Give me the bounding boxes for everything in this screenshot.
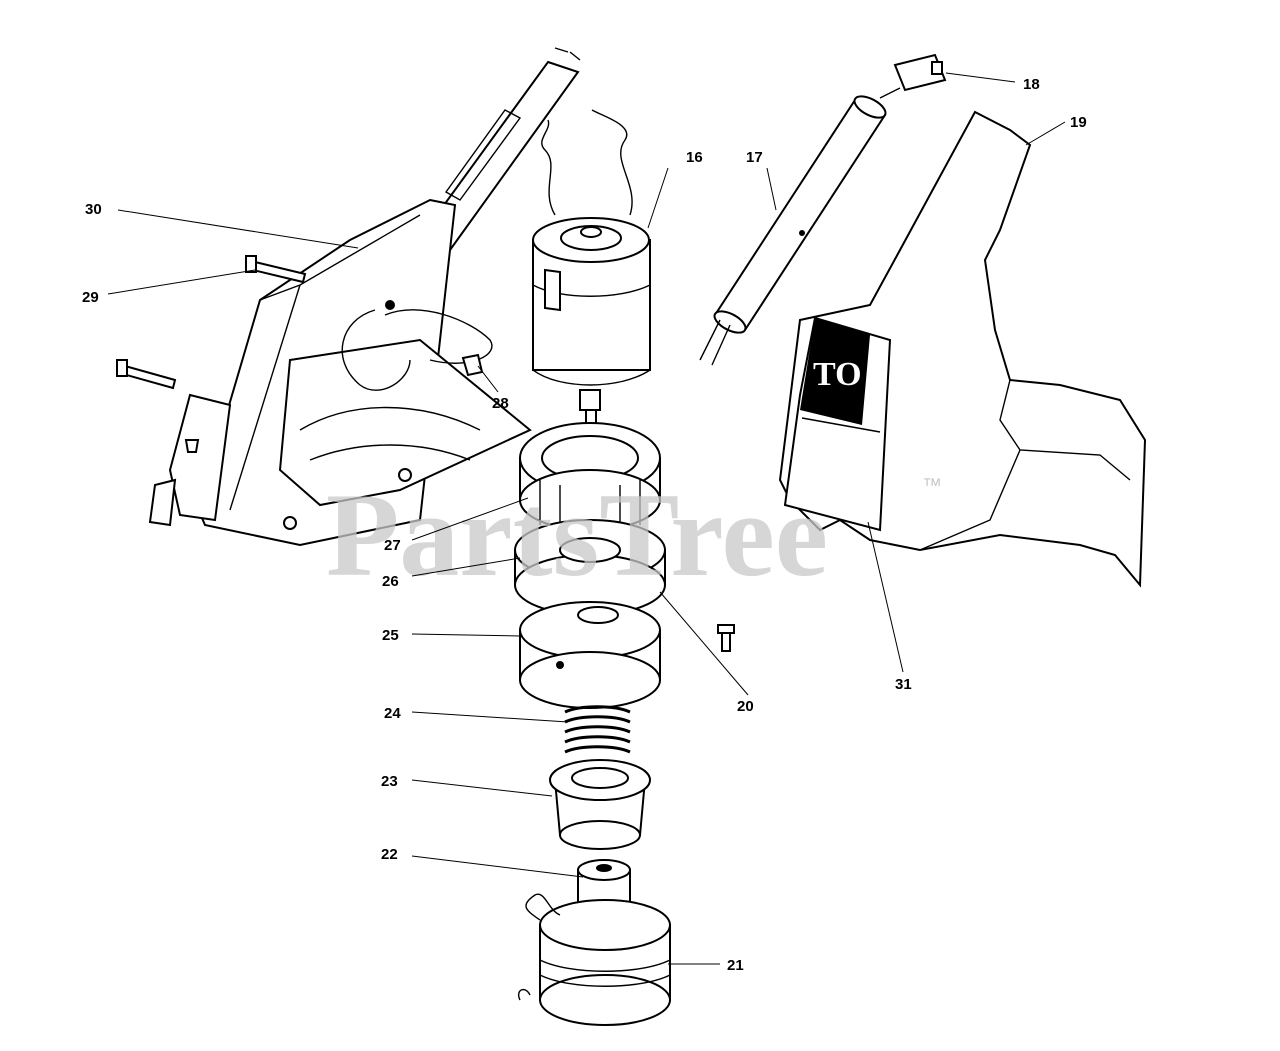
part-27-nut[interactable] <box>519 422 661 531</box>
callout-30[interactable]: 30 <box>85 201 102 218</box>
part-20-screw[interactable] <box>717 624 735 652</box>
callout-28[interactable]: 28 <box>492 395 509 412</box>
callout-20[interactable]: 20 <box>737 698 754 715</box>
part-26-housing-top[interactable] <box>514 519 666 616</box>
callout-31[interactable]: 31 <box>895 676 912 693</box>
callout-21[interactable]: 21 <box>727 957 744 974</box>
part-17-tube[interactable] <box>699 92 889 366</box>
callout-18[interactable]: 18 <box>1023 76 1040 93</box>
part-18-connector[interactable] <box>879 53 947 99</box>
part-29-screws[interactable] <box>116 255 307 453</box>
callout-25[interactable]: 25 <box>382 627 399 644</box>
callout-17[interactable]: 17 <box>746 149 763 166</box>
callout-22[interactable]: 22 <box>381 846 398 863</box>
callout-19[interactable]: 19 <box>1070 114 1087 131</box>
watermark-text: PartsTree <box>326 468 828 601</box>
part-28-screw[interactable] <box>461 353 484 377</box>
part-23-spool[interactable] <box>549 759 651 850</box>
part-30-housing[interactable] <box>148 47 581 547</box>
callout-24[interactable]: 24 <box>384 705 401 722</box>
leader-lines <box>107 72 1066 965</box>
callout-26[interactable]: 26 <box>382 573 399 590</box>
part-25-spool-housing[interactable] <box>519 601 661 709</box>
callout-labels: 16 17 18 19 20 21 22 23 24 25 26 27 28 2… <box>82 76 1087 974</box>
watermark-trademark: ™ <box>922 475 942 497</box>
decal-text: TO <box>813 356 862 393</box>
callout-27[interactable]: 27 <box>384 537 401 554</box>
part-16-motor[interactable] <box>532 109 651 441</box>
callout-16[interactable]: 16 <box>686 149 703 166</box>
part-21-cap[interactable] <box>518 893 671 1026</box>
callout-23[interactable]: 23 <box>381 773 398 790</box>
part-31-decal[interactable]: TO <box>783 316 892 532</box>
part-24-spring[interactable] <box>564 705 631 754</box>
callout-29[interactable]: 29 <box>82 289 99 306</box>
